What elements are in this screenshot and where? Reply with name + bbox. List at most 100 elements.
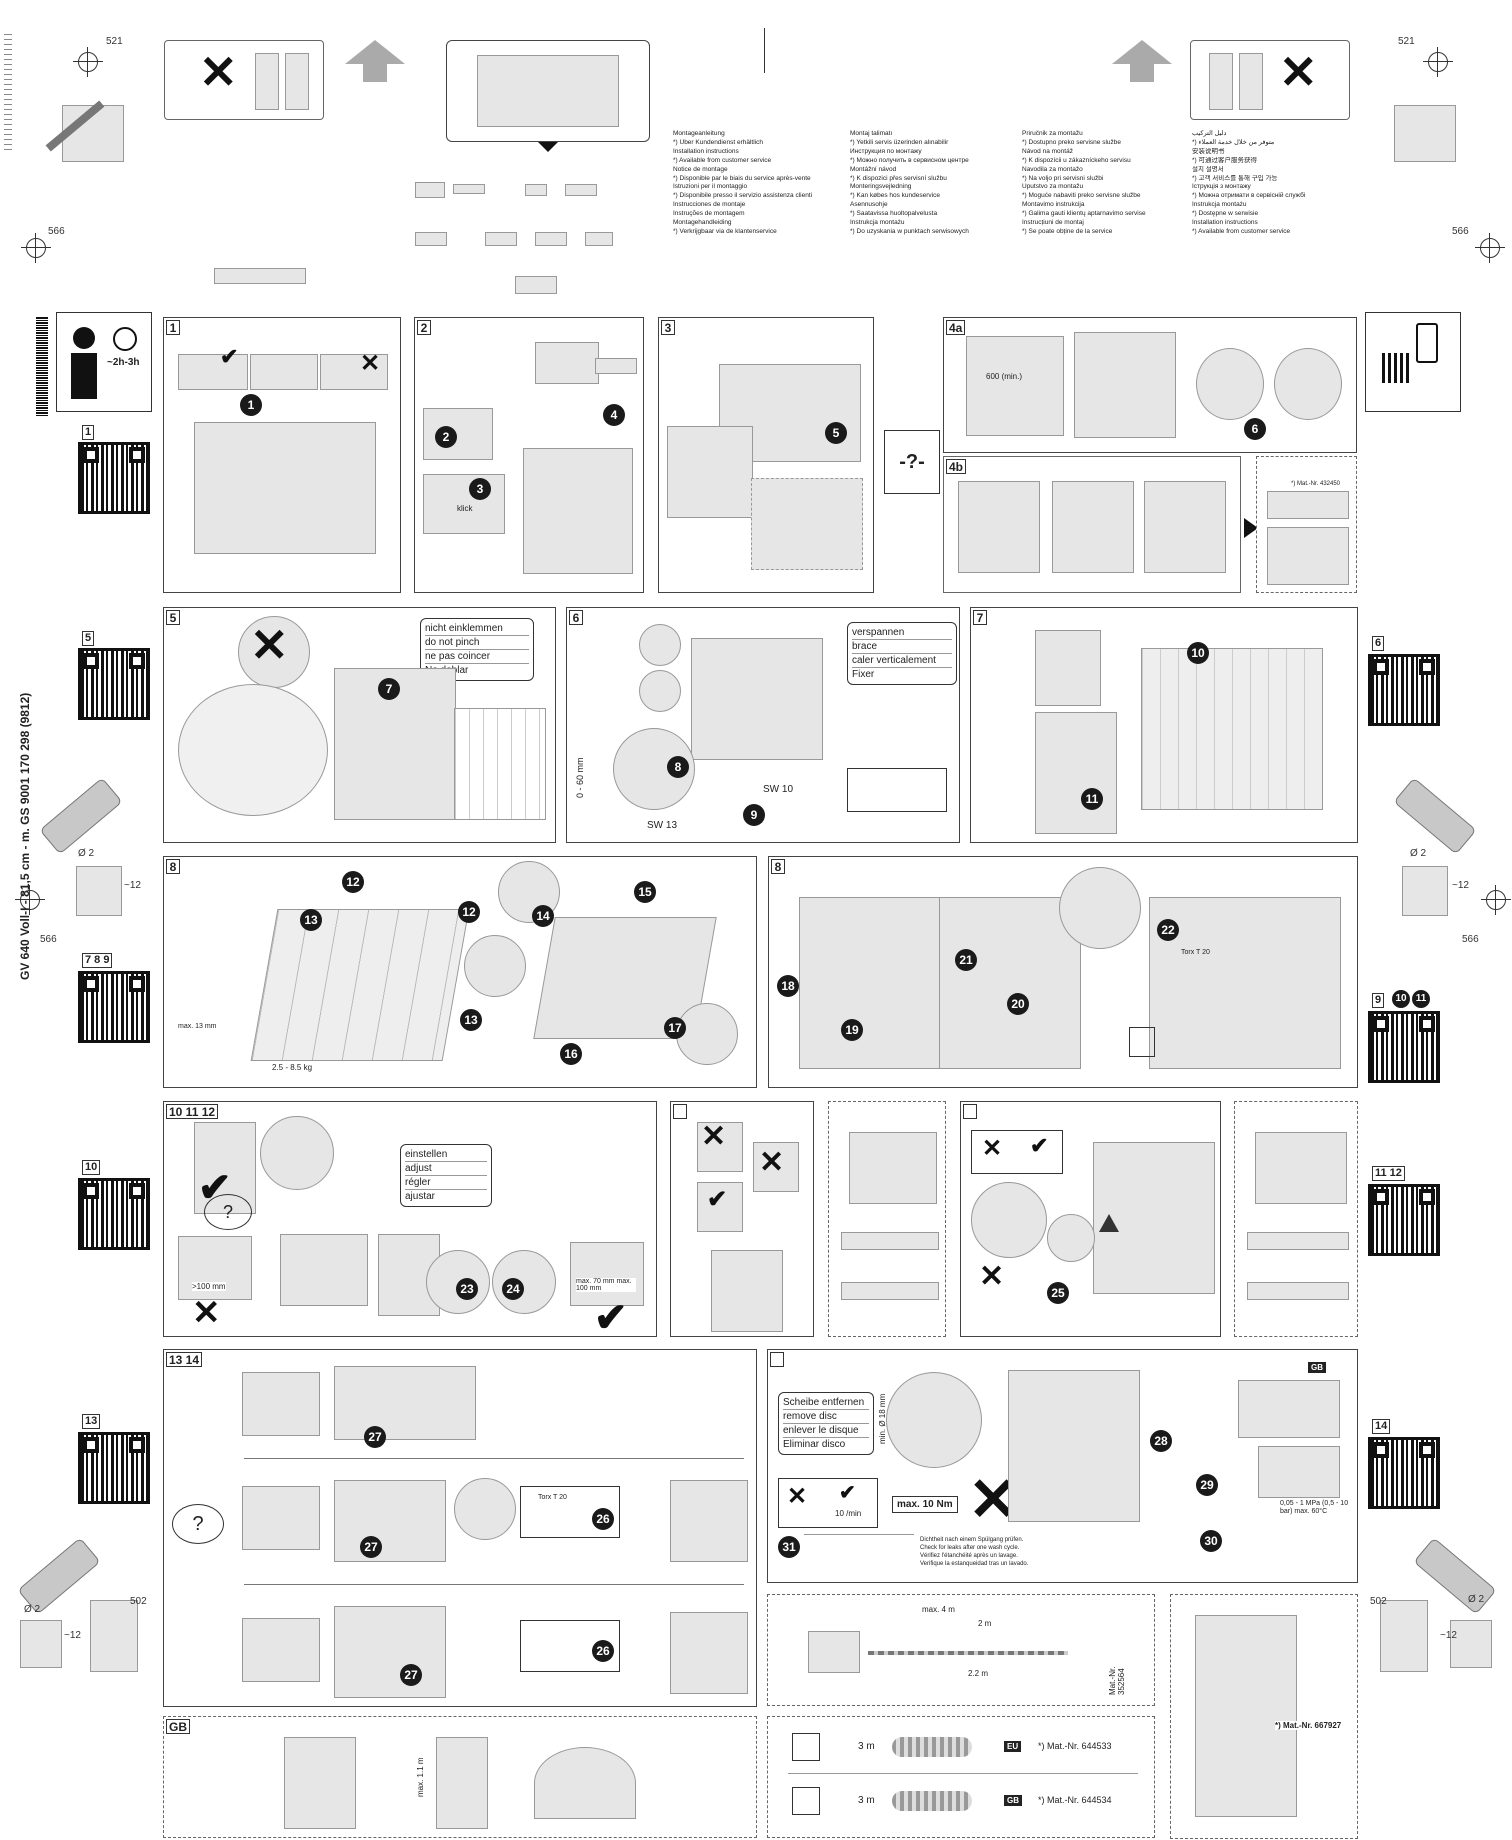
- adjust-text: ajustar: [405, 1191, 436, 1202]
- max-length: max. 4 m: [922, 1605, 955, 1614]
- foot-detail: [751, 478, 863, 570]
- dishwasher-drawing: [667, 426, 753, 518]
- plinth-wrong: [753, 1142, 799, 1192]
- language-list-col3: Priručnik za montažu*) Dostupno preko se…: [1022, 130, 1146, 235]
- clock-icon: [113, 327, 137, 351]
- qr-code[interactable]: [1368, 1011, 1440, 1083]
- max-height: max. 1.1 m: [416, 1757, 425, 1797]
- measure-detail: [1035, 712, 1117, 834]
- drill-hole-diagram: [1402, 866, 1448, 916]
- check-row: Dichtheit nach einem Spülgang prüfen.: [920, 1537, 1024, 1543]
- door-edge-zoom: [1059, 867, 1141, 949]
- mat-number: Mat.-Nr. 352564: [1108, 1666, 1126, 1695]
- qr-code[interactable]: [1368, 654, 1440, 726]
- torx-label: Torx T 20: [1181, 949, 1210, 956]
- strip-remove: [595, 358, 637, 374]
- klick-detail: [423, 474, 505, 534]
- instruction-text: verspannen: [852, 626, 952, 640]
- plinth-zoom: [971, 1182, 1047, 1258]
- part-bracket: [415, 182, 445, 198]
- step-badge: 27: [364, 1426, 386, 1448]
- connector-zoom: [886, 1372, 982, 1468]
- niche-variant-1: [958, 481, 1040, 573]
- divider-line: [764, 28, 765, 73]
- qr-label: 14: [1372, 1419, 1391, 1434]
- clip-detail: [464, 935, 526, 997]
- panel-10-12: 10 11 12 ✔ einstellen adjust régler ajus…: [163, 1101, 657, 1340]
- drill-depth: ~12: [64, 1630, 81, 1641]
- step-badge: 26: [592, 1508, 614, 1530]
- panel-8b: 8 18 19 20 21 22 Torx T 20: [768, 856, 1358, 1088]
- cut-panel-left: ✕: [164, 40, 324, 120]
- panel-number: 1: [166, 320, 180, 335]
- niche-variant-3: [1144, 481, 1226, 573]
- hose-connector: [808, 1631, 860, 1673]
- step-badge: 5: [825, 422, 847, 444]
- panel-3: 3 5: [658, 317, 874, 593]
- x-mark: ✕: [1279, 46, 1318, 98]
- qr-code[interactable]: [78, 442, 150, 514]
- qr-code[interactable]: [78, 971, 150, 1043]
- check-mark: ✔: [1030, 1133, 1049, 1158]
- screw-target: [1481, 885, 1511, 915]
- qr-code[interactable]: [1368, 1184, 1440, 1256]
- rear-foot-icon: [847, 768, 947, 812]
- x-mark: ✕: [250, 619, 289, 671]
- strip-apply: [250, 354, 318, 390]
- warning-text: do not pinch: [425, 636, 529, 650]
- qr-code[interactable]: [78, 1432, 150, 1504]
- accessory-strip: [1267, 491, 1349, 519]
- qr-code[interactable]: [78, 1178, 150, 1250]
- check-mark: ✔: [594, 1296, 628, 1340]
- tool-box: [520, 1620, 620, 1672]
- panel-1: 1 ✔ ✕ 1: [163, 317, 401, 593]
- cable-icon: [892, 1791, 972, 1811]
- plinth-ok: [697, 1182, 743, 1232]
- sw13-label: SW 13: [647, 820, 678, 831]
- smartphone-qr-icon: [1365, 312, 1461, 412]
- panel-number: 3: [661, 320, 675, 335]
- torx-label: Torx T 20: [538, 1494, 567, 1501]
- drill-diameter: Ø 2: [24, 1604, 41, 1615]
- weight-label: 2.5 - 8.5 kg: [272, 1063, 313, 1072]
- panel-number: 10 11 12: [166, 1104, 219, 1119]
- door-front: [378, 1234, 440, 1316]
- eu-badge: EU: [1004, 1741, 1022, 1752]
- time-label: 10 /min: [835, 1509, 862, 1518]
- torque-label: max. 10 Nm: [892, 1496, 958, 1513]
- dim-566-left: 566: [48, 226, 65, 237]
- part-screws: [453, 184, 485, 194]
- step-badge: 21: [955, 949, 977, 971]
- dim-521-left: 521: [106, 36, 123, 47]
- step-badge: 1: [240, 394, 262, 416]
- step-badge: 23: [456, 1278, 478, 1300]
- check-mark: ✔: [220, 344, 239, 369]
- pliers-drawing: [284, 1737, 356, 1829]
- panel-plinth-b: [828, 1101, 946, 1337]
- check-row: Check for leaks after one wash cycle.: [920, 1545, 1020, 1551]
- panel-8a: 8 12 13 12 13 max. 13 mm 2.5 - 8.5 kg 14…: [163, 856, 757, 1088]
- barcode: [36, 316, 48, 416]
- panel-number: 8: [166, 859, 180, 874]
- adjust-zoom-b: [492, 1250, 556, 1314]
- panel-gb: GB max. 1.1 m: [163, 1716, 757, 1838]
- niche-drawing: [966, 336, 1064, 436]
- sketch-profile: [1239, 53, 1263, 110]
- panel-number: 6: [569, 610, 583, 625]
- installer-time-icon: ~2h-3h: [56, 312, 152, 412]
- ruler: [4, 30, 12, 150]
- panel-6: 6 verspannen brace caler verticalement F…: [566, 607, 960, 843]
- drill-icon: [39, 777, 123, 855]
- mat-number: *) Mat.-Nr. 667927: [1275, 1721, 1342, 1730]
- tool-box: [520, 1486, 620, 1538]
- panel-13-14: 13 14 ? 27 27 Torx T 20 26 27 26: [163, 1349, 757, 1707]
- step-badge: 15: [634, 881, 656, 903]
- qr-label: 13: [82, 1414, 101, 1429]
- cabinet-drawing: [1074, 332, 1176, 438]
- qr-code[interactable]: [1368, 1437, 1440, 1509]
- socket-gb-icon: [792, 1787, 820, 1815]
- part-strip: [415, 232, 447, 246]
- sketch-profile: [1209, 53, 1233, 110]
- qr-code[interactable]: [78, 648, 150, 720]
- step-badge: 8: [667, 756, 689, 778]
